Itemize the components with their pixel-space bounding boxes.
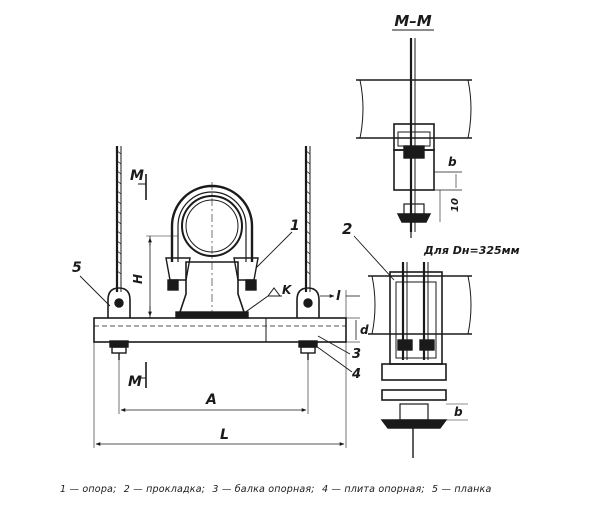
- dimension-label-A: A: [205, 392, 217, 408]
- pipe-support: [165, 182, 259, 319]
- weld-symbol: [239, 287, 282, 317]
- dimension-label-d: d: [360, 323, 369, 337]
- right-hanger-rod: [304, 146, 311, 292]
- position-label-3: 3: [352, 347, 361, 362]
- left-clevis: [107, 287, 131, 360]
- dimension-label-b-top: b: [448, 155, 457, 169]
- dimension-label-H: H: [131, 274, 145, 284]
- dimension-H: [146, 235, 178, 318]
- legend-item-1: 1 — опора;: [60, 484, 117, 495]
- support-beam: [93, 317, 347, 343]
- support-plate: [265, 317, 347, 343]
- dimension-label-L: L: [220, 427, 229, 443]
- section-bottom-view: [353, 235, 472, 458]
- dimension-label-10: 10: [450, 198, 461, 212]
- position-label-4: 4: [351, 367, 361, 382]
- section-mark-bottom: [138, 362, 147, 388]
- position-label-1: 1: [290, 218, 300, 234]
- section-mark-label-top: M: [130, 168, 144, 184]
- legend-item-4: 4 — плита опорная;: [321, 484, 425, 495]
- legend-item-2: 2 — прокладка;: [123, 484, 206, 495]
- section-mark-top: [138, 174, 147, 200]
- left-hanger-rod: [115, 146, 122, 292]
- legend-item-3: 3 — балка опорная;: [212, 484, 315, 495]
- section-mark-label-bottom: M: [128, 374, 142, 390]
- position-label-2: 2: [342, 220, 352, 238]
- weld-label-K: K: [282, 283, 293, 297]
- right-clevis: [296, 287, 320, 360]
- note-dn-325: Для Dн=325мм: [423, 244, 520, 257]
- section-title: M–M: [394, 12, 431, 30]
- dimension-d: [346, 317, 360, 343]
- legend-item-5: 5 — планка: [432, 484, 492, 495]
- dimension-A: [118, 360, 309, 414]
- position-label-5: 5: [72, 260, 82, 276]
- section-top-view: [356, 38, 472, 238]
- dimension-label-l: l: [336, 289, 341, 304]
- dimension-l: [320, 290, 360, 318]
- legend: 1 — опора; 2 — прокладка; 3 — балка опор…: [60, 484, 590, 495]
- dimension-label-b-bottom: b: [454, 405, 463, 419]
- dimension-L: [93, 342, 347, 448]
